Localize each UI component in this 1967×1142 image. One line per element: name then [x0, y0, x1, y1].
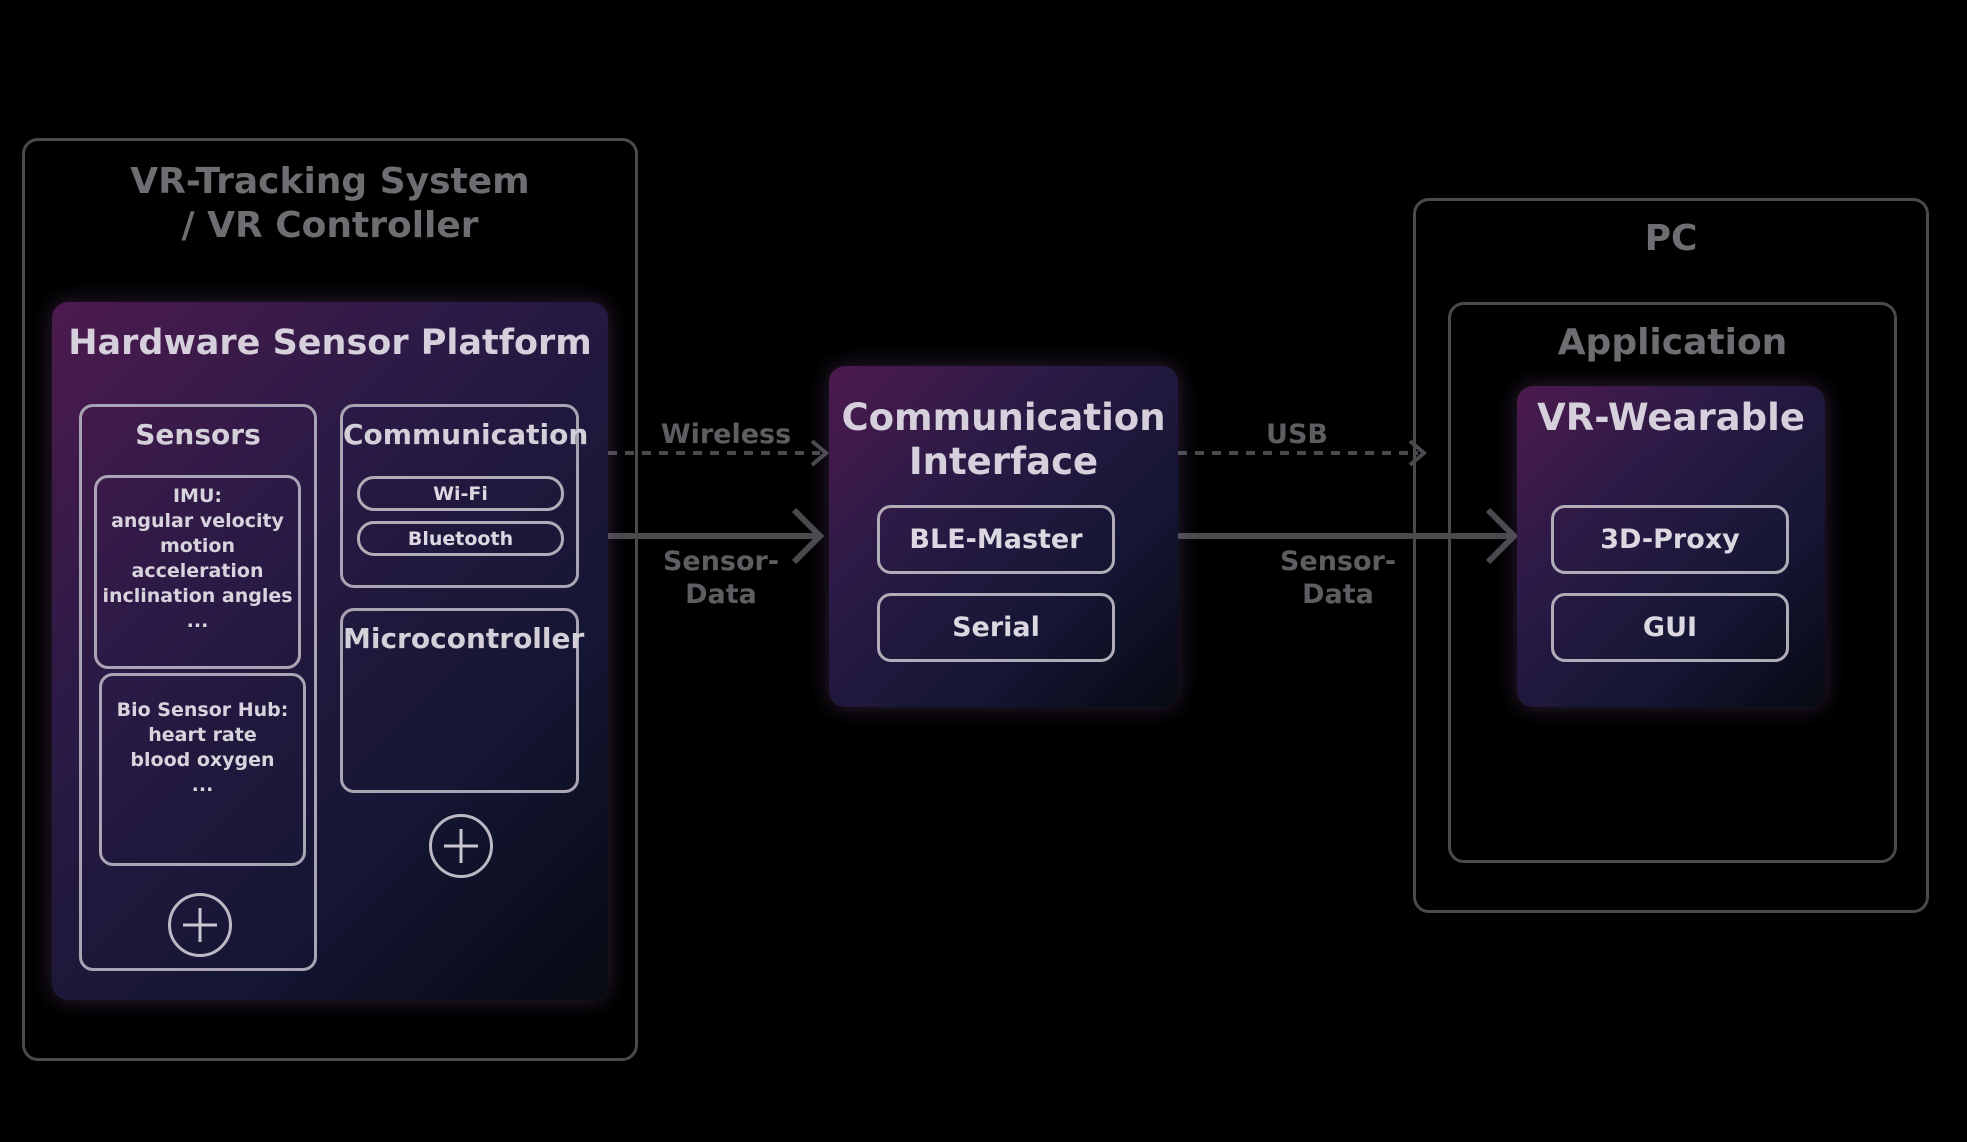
pc-container: PC — [1413, 198, 1929, 913]
communication-interface-panel: Communication Interface BLE-Master Seria… — [829, 366, 1178, 707]
application-title: Application — [1557, 322, 1788, 363]
communication-title: Communication — [343, 418, 589, 451]
hardware-sensor-platform: Hardware Sensor Platform Sensors IMU: an… — [52, 302, 608, 1000]
add-sensor-plus-icon[interactable] — [168, 893, 232, 957]
sensor-data-arrowhead-left — [791, 507, 825, 565]
pc-title: PC — [1644, 218, 1698, 259]
sensor-data-label-right: Sensor- Data — [1279, 546, 1397, 610]
sensors-box: Sensors IMU: angular velocity motion acc… — [79, 404, 317, 971]
communication-interface-title: Communication Interface — [841, 396, 1166, 483]
wireless-label: Wireless — [660, 419, 792, 450]
sensor-data-label-left: Sensor- Data — [662, 546, 780, 610]
hardware-sensor-platform-title: Hardware Sensor Platform — [68, 323, 592, 363]
wifi-pill: Wi-Fi — [357, 476, 564, 511]
bluetooth-pill: Bluetooth — [357, 521, 564, 556]
sensors-title: Sensors — [135, 418, 261, 451]
vr-wearable-title: VR-Wearable — [1537, 396, 1805, 439]
imu-sensor-card: IMU: angular velocity motion acceleratio… — [94, 475, 301, 669]
serial-pill: Serial — [877, 593, 1115, 662]
vr-tracking-system-title: VR-Tracking System / VR Controller — [130, 161, 530, 246]
add-module-plus-icon[interactable] — [429, 814, 493, 878]
gui-pill: GUI — [1551, 593, 1789, 662]
communication-box: Communication Wi-Fi Bluetooth — [340, 404, 589, 588]
vr-tracking-system-container: VR-Tracking System / VR Controller — [22, 138, 638, 1061]
ble-master-pill: BLE-Master — [877, 505, 1115, 574]
microcontroller-box: Microcontroller — [340, 608, 585, 793]
vr-wearable-panel: VR-Wearable 3D-Proxy GUI — [1517, 386, 1825, 707]
sensor-data-arrowhead-right — [1485, 507, 1519, 565]
wireless-arrowhead — [810, 439, 830, 467]
microcontroller-title: Microcontroller — [343, 622, 585, 655]
application-container: Application — [1448, 302, 1897, 863]
usb-label: USB — [1266, 419, 1328, 450]
3d-proxy-pill: 3D-Proxy — [1551, 505, 1789, 574]
bio-sensor-card: Bio Sensor Hub: heart rate blood oxygen … — [99, 673, 306, 866]
